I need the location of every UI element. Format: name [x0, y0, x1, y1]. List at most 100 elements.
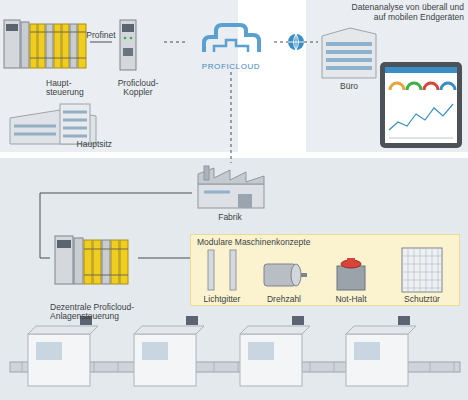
node-label: Not-Halt — [335, 295, 366, 305]
coupler-node: Proficloud- Koppler — [112, 16, 164, 98]
cloud-link — [231, 72, 232, 163]
machine-lid — [240, 326, 310, 334]
motor-flange — [291, 264, 301, 286]
machine-screen — [186, 316, 198, 325]
plc-module — [54, 24, 61, 68]
building-tower — [60, 104, 90, 144]
machine — [240, 316, 310, 386]
building-windows — [326, 44, 372, 68]
chart-axis — [389, 138, 453, 139]
plc-module — [38, 24, 45, 68]
factory-chimney — [204, 166, 209, 180]
machine — [28, 316, 98, 386]
factory-gate — [238, 194, 252, 208]
light-curtain-bar — [208, 250, 214, 290]
edge-label: Profinet — [86, 31, 115, 41]
note-text: Datenanalyse von überall und auf mobilen… — [342, 3, 464, 23]
status-led — [124, 37, 127, 40]
production-line — [10, 316, 460, 386]
node-label: Haupt- steuerung — [46, 79, 90, 98]
door-frame — [402, 248, 442, 292]
machine-window — [248, 342, 274, 360]
controller-node: Haupt- steuerung — [2, 16, 90, 98]
estop-button — [341, 260, 361, 268]
plant-plc-illustration — [55, 236, 128, 284]
globe-icon — [288, 34, 304, 50]
estop-housing — [337, 266, 365, 290]
machine-window — [354, 342, 380, 360]
door-mesh — [402, 248, 442, 292]
plc-display — [57, 240, 71, 248]
node-label: Fabrik — [218, 213, 242, 223]
emergency-stop-node: Not-Halt — [319, 245, 383, 305]
plc-module — [4, 20, 20, 68]
tablet-screen — [385, 67, 457, 143]
cloud-node: PROFICLOUD — [188, 20, 274, 72]
node-label: Hauptsitz — [77, 140, 112, 150]
factory-panel — [0, 158, 468, 400]
status-led — [130, 37, 133, 40]
plc-display — [6, 24, 18, 31]
machine-lid — [28, 326, 98, 334]
motor-shaft — [301, 273, 307, 277]
building-windows — [14, 112, 87, 136]
module-concept-box: Modulare MaschinenkonzepteLichtgitter Dre… — [190, 234, 460, 306]
globe-lines — [288, 34, 304, 50]
network-cable — [138, 258, 190, 259]
network-cable — [40, 193, 192, 258]
plc-module — [111, 240, 119, 284]
plc-module — [70, 24, 77, 68]
office-building — [322, 28, 376, 78]
gauge — [441, 83, 455, 90]
trend-line — [389, 104, 453, 130]
cloud-link — [274, 42, 318, 43]
plc-module — [55, 236, 73, 284]
cloud-logo — [204, 25, 259, 52]
factory-building — [198, 166, 264, 208]
cloud-logo-network — [214, 40, 248, 52]
machine-lid — [134, 326, 204, 334]
machine — [346, 316, 416, 386]
coupler-display — [122, 24, 134, 32]
gauge — [424, 83, 438, 90]
factory-windows — [204, 191, 230, 194]
plc-module — [84, 240, 92, 284]
coupler-illustration — [120, 20, 136, 70]
dashboard-header — [385, 67, 457, 73]
machine-window — [36, 342, 62, 360]
node-label: Lichtgitter — [204, 295, 241, 305]
motor-body — [264, 264, 296, 286]
coupler-housing — [120, 20, 136, 70]
office-node: Büro — [318, 24, 380, 92]
headquarters-node: Hauptsitz — [4, 100, 112, 150]
plc-terminal-row — [84, 249, 128, 275]
machine-body — [134, 334, 196, 386]
gauge — [390, 83, 404, 90]
headquarters-building — [10, 104, 96, 144]
machine-body — [240, 334, 302, 386]
plc-illustration — [4, 20, 86, 68]
speed-node: Drehzahl — [253, 245, 315, 305]
light-curtain-bar — [230, 250, 236, 290]
node-label: Schutztür — [404, 295, 440, 305]
plc-module — [46, 24, 53, 68]
plc-module — [120, 240, 128, 284]
plc-module — [21, 22, 29, 68]
gauge — [407, 83, 421, 90]
plc-module — [30, 24, 37, 68]
machine — [134, 316, 204, 386]
node-label: Büro — [340, 82, 358, 92]
light-curtain-node: Lichtgitter — [193, 245, 251, 305]
machine-window — [142, 342, 168, 360]
node-label: Modulare Maschinenkonzepte — [197, 238, 310, 248]
node-label: Drehzahl — [267, 295, 301, 305]
plc-module — [62, 24, 69, 68]
plc-module — [93, 240, 101, 284]
machine-body — [28, 334, 90, 386]
